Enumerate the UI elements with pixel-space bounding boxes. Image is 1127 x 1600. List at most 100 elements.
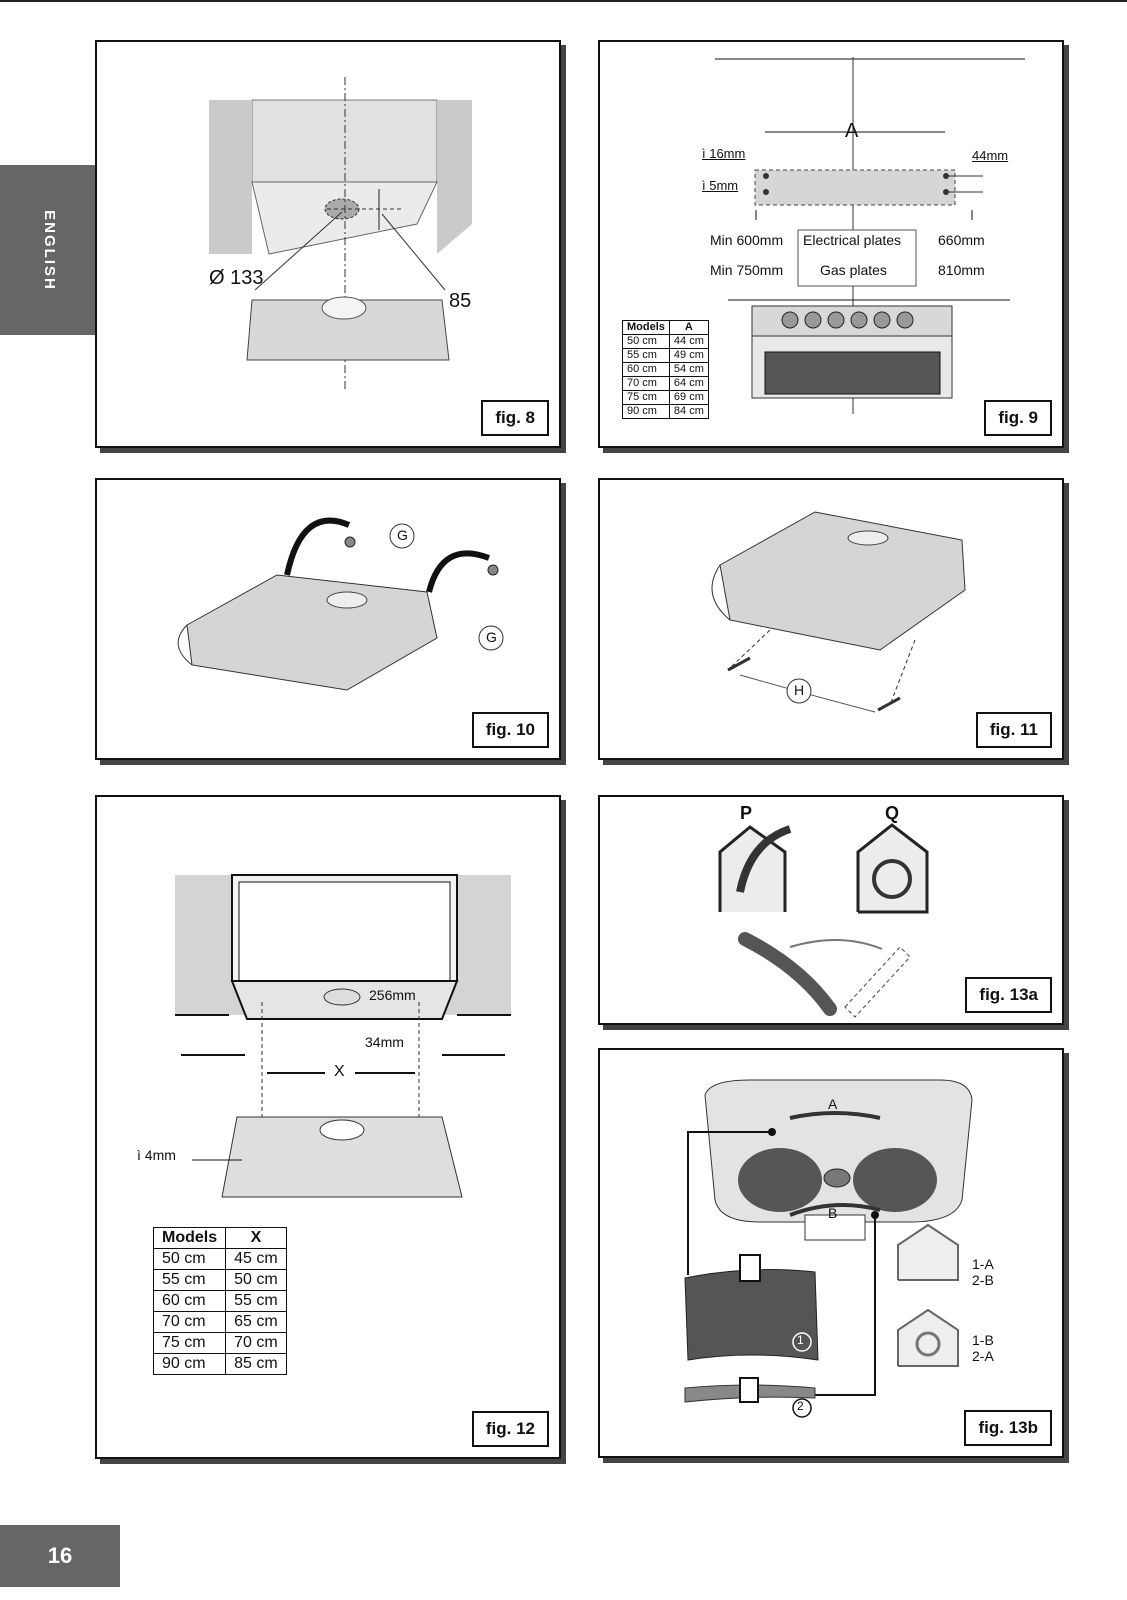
fig11-callout-h: H	[794, 682, 805, 698]
language-tab-label: ENGLISH	[40, 209, 58, 291]
fig13a-lever-ghost	[844, 946, 911, 1018]
fig13b-n2: 2	[797, 1399, 804, 1413]
fig11-dash	[729, 629, 771, 669]
fig10-callout-g2: G	[486, 629, 497, 645]
fig9-hole	[763, 189, 769, 195]
fig9-electrical: Electrical plates	[803, 232, 902, 248]
cell: 75 cm	[622, 390, 670, 405]
fig11-callout-circle	[786, 678, 812, 704]
fig9-plates-box	[797, 229, 917, 287]
cell: 65 cm	[225, 1311, 287, 1333]
fig8-diameter-label: Ø 133	[209, 267, 264, 289]
cell: 50 cm	[225, 1269, 287, 1291]
cell: 70 cm	[225, 1332, 287, 1354]
fig13b-center-hole	[823, 1168, 851, 1188]
fig13a-drawing	[718, 823, 929, 1018]
language-tab: ENGLISH	[0, 165, 98, 335]
fig8-right-side	[437, 100, 472, 254]
fig10-arrow	[426, 550, 491, 593]
fig11-label: fig. 11	[975, 712, 1052, 748]
fig12-dim256: 256mm	[369, 987, 416, 1003]
cell: 60 cm	[622, 362, 670, 377]
fig9-knob	[804, 311, 822, 329]
fig13b-b: B	[828, 1205, 838, 1221]
fig11-screw	[727, 656, 751, 672]
fig12-dim-x: X	[334, 1063, 345, 1080]
fig12-hood-body	[221, 1116, 463, 1198]
fig9-hole	[763, 173, 769, 179]
cell: 90 cm	[152, 1353, 227, 1375]
fig13b-part-2-tab	[739, 1377, 759, 1403]
cell: 75 cm	[152, 1332, 227, 1354]
fig8-offset-label: 85	[449, 290, 472, 312]
cell: 50 cm	[622, 334, 670, 349]
fig12-cabinet-inner	[238, 881, 451, 982]
fig11-panel: H fig. 11	[598, 478, 1064, 760]
fig13a-panel: P Q fig. 13a	[598, 795, 1064, 1025]
fig13a-recycle-icon	[872, 859, 912, 899]
fig8-leader-85	[381, 213, 446, 291]
fig13b-filter	[853, 1148, 937, 1212]
fig8-leader-diameter	[254, 211, 343, 291]
col-a: A	[668, 320, 709, 335]
fig13b-label: fig. 13b	[964, 1410, 1052, 1446]
fig10-callout-g1: G	[397, 527, 408, 543]
fig9-660: 660mm	[938, 232, 985, 248]
fig13b-extraction-icon	[897, 1223, 959, 1281]
col-models: Models	[152, 1227, 227, 1249]
fig13b-num1-circle	[792, 1332, 812, 1352]
fig13b-hood-bottom	[704, 1079, 973, 1223]
fig9-knob	[850, 311, 868, 329]
fig13a-house-q	[856, 823, 929, 914]
fig9-knob	[896, 311, 914, 329]
cell: 64 cm	[668, 376, 709, 391]
fig13b-recycle-circle	[915, 1331, 941, 1357]
fig13b-a: A	[828, 1096, 838, 1112]
col-x: X	[225, 1227, 287, 1249]
fig8-label: fig. 8	[481, 400, 549, 436]
fig9-hood-outline	[754, 169, 956, 206]
fig9-oven-door	[764, 351, 941, 395]
fig13b-slot-b	[789, 1203, 881, 1217]
fig11-hood	[719, 511, 966, 651]
cell: 70 cm	[152, 1311, 227, 1333]
cell: 90 cm	[622, 404, 670, 419]
fig12-hole4: ì 4mm	[137, 1147, 176, 1163]
top-rule	[0, 0, 1127, 2]
fig11-outlet	[847, 530, 889, 546]
fig13b-rec2: 2-A	[972, 1348, 994, 1364]
fig13b-slot-a	[789, 1111, 881, 1120]
fig13b-rec1: 1-B	[972, 1332, 994, 1348]
cell: 70 cm	[622, 376, 670, 391]
fig11-dash	[889, 639, 916, 706]
fig10-arrow	[284, 517, 351, 576]
fig12-outlet	[323, 988, 361, 1006]
fig9-drawing	[715, 57, 1025, 414]
cell: 55 cm	[225, 1290, 287, 1312]
fig10-screw	[487, 564, 499, 576]
fig9-hole5: ì 5mm	[702, 178, 739, 193]
fig13b-connector-1	[687, 1131, 772, 1275]
fig12-collar	[319, 1119, 365, 1141]
fig9-min600: Min 600mm	[710, 232, 784, 248]
cell: 84 cm	[668, 404, 709, 419]
fig10-outlet	[326, 591, 368, 609]
fig9-hole16: ì 16mm	[702, 146, 746, 161]
fig9-panel: A ì 16mm ì 5mm 44mm Min 600mm Min 750mm …	[598, 40, 1064, 448]
fig13b-switch	[804, 1214, 866, 1241]
fig10-callout-circle	[478, 625, 504, 651]
fig9-gas: Gas plates	[820, 262, 887, 278]
fig13a-lever	[738, 932, 837, 1016]
fig13b-ext2: 2-B	[972, 1272, 994, 1288]
fig9-knob	[873, 311, 891, 329]
cell: 54 cm	[668, 362, 709, 377]
table-header-row: Models A	[622, 320, 709, 335]
